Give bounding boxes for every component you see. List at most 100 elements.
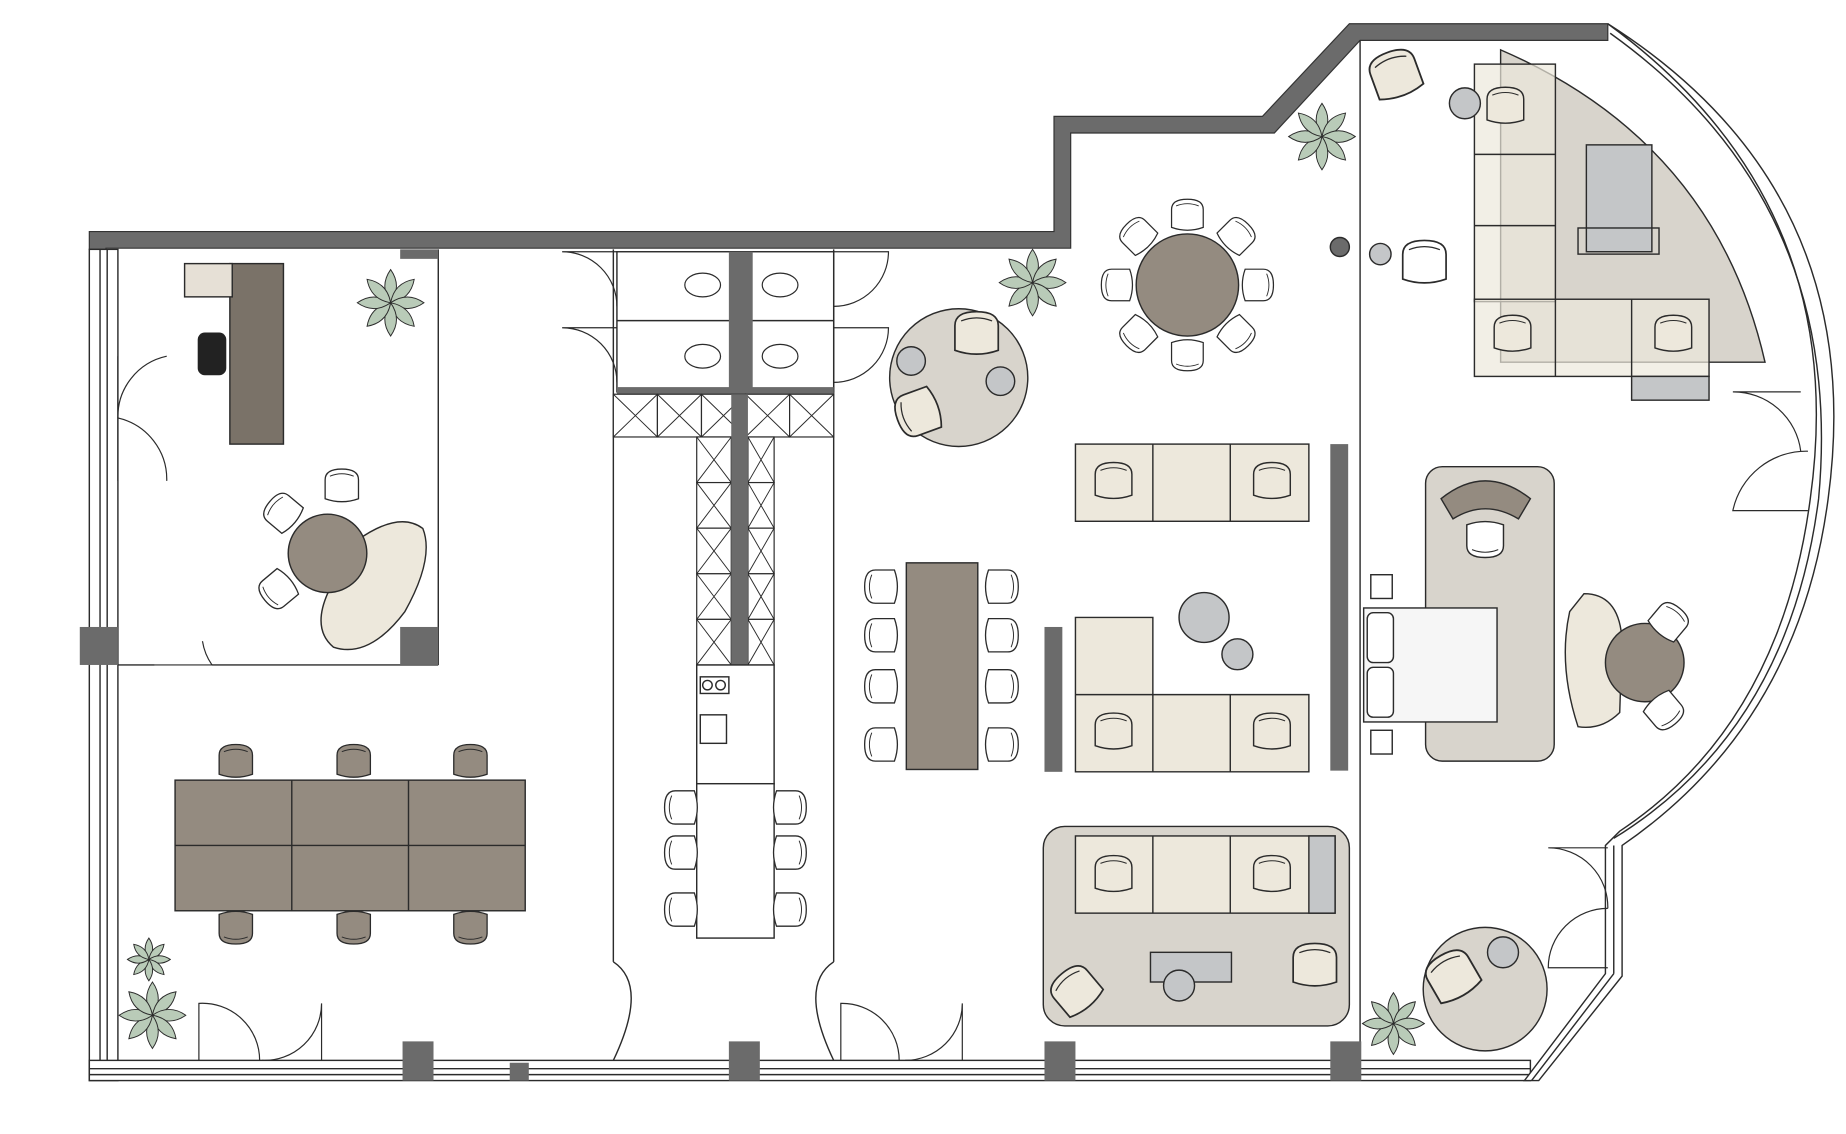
lounge-chair (320, 521, 427, 651)
chair-seat (863, 669, 899, 704)
chair-icon (954, 310, 1000, 356)
chair-back (1235, 332, 1252, 350)
chair-icon (772, 790, 807, 825)
chair-seat (1368, 48, 1425, 101)
chair-back (1055, 970, 1080, 992)
chair-icon (453, 743, 488, 778)
chair-icon (1170, 339, 1204, 372)
plant-icon (118, 981, 187, 1050)
plant-icon (126, 937, 172, 982)
chair-seat (1094, 854, 1133, 893)
executive-table (1585, 144, 1653, 253)
plant-leaf (1297, 112, 1323, 138)
chair-icon (1493, 314, 1532, 352)
chair-seat (1292, 942, 1338, 987)
toilet (761, 343, 799, 369)
chair-icon (1119, 216, 1159, 257)
chair-icon (1252, 854, 1292, 893)
chair-seat (863, 569, 899, 604)
cabinet-cross (747, 573, 775, 620)
chair-icon (1486, 86, 1525, 124)
chair-seat (263, 492, 305, 535)
chair-seat (1050, 965, 1105, 1019)
chair-back (262, 586, 279, 606)
chair-icon (258, 567, 300, 610)
chair-icon (663, 892, 698, 927)
plants (118, 102, 1426, 1056)
chair-seat (1466, 520, 1505, 559)
chair-icon (218, 910, 254, 945)
chair-seat (324, 468, 360, 503)
door-swing (154, 641, 214, 666)
chair-seat (772, 892, 807, 927)
door-swing (1732, 391, 1802, 452)
plant-icon (1361, 991, 1426, 1056)
chair-icon (1368, 48, 1425, 101)
chair-back (267, 496, 284, 516)
chair-seat (1647, 601, 1689, 643)
chair-icon (336, 743, 372, 778)
chair-seat (863, 618, 899, 653)
chair-back (1666, 605, 1685, 622)
chair-icon (1401, 239, 1447, 284)
chair-icon (863, 669, 899, 704)
plant-leaf (128, 991, 154, 1016)
chair-icon (1094, 712, 1133, 750)
chair-back (1266, 273, 1270, 297)
plant-icon (998, 248, 1067, 317)
chair-icon (324, 468, 360, 503)
door-swing (833, 251, 890, 307)
chair-seat (218, 743, 254, 778)
chair-back (1660, 319, 1687, 324)
chair-icon (1100, 268, 1134, 302)
chair-icon (1119, 313, 1159, 354)
chair-seat (984, 569, 1019, 604)
chair-back (341, 748, 366, 753)
door-swing (198, 1002, 261, 1061)
plant-icon (356, 268, 425, 337)
column (400, 626, 439, 665)
chair-seat (1216, 313, 1256, 354)
chair-back (900, 402, 913, 432)
side-table (1329, 236, 1351, 258)
chair-back (1122, 332, 1140, 350)
chair-back (960, 317, 993, 322)
toilet (761, 272, 799, 298)
chair-back (223, 748, 248, 753)
chair-icon (894, 385, 943, 438)
chair-back (868, 674, 873, 699)
chair-seat (453, 910, 488, 945)
chair-back (1374, 55, 1407, 69)
chair-back (1100, 717, 1127, 722)
sectional-sofa (1074, 616, 1310, 773)
chair-icon (863, 618, 899, 653)
chair-icon (772, 892, 807, 927)
chair-back (458, 936, 483, 940)
chair-seat (772, 835, 807, 870)
sink (699, 714, 728, 745)
plant-icon (1287, 102, 1357, 171)
cabinet-divider (731, 394, 748, 665)
chair-back (1175, 363, 1199, 367)
chair-seat (663, 892, 698, 927)
chair-seat (984, 727, 1019, 762)
bed (1362, 607, 1498, 723)
chair-back (868, 623, 873, 648)
chair-back (1235, 220, 1252, 238)
chair-back (1100, 467, 1127, 471)
chair-seat (453, 743, 488, 778)
door-swing (261, 1003, 323, 1061)
plant-leaf (1008, 258, 1034, 284)
cabinet-cross (747, 436, 775, 483)
cabinet-cross (657, 393, 702, 438)
chair-seat (954, 310, 1000, 356)
chair-seat (863, 727, 899, 762)
chair-seat (1170, 198, 1204, 231)
round-table (1135, 233, 1240, 337)
chair-back (868, 574, 873, 599)
door-swing (833, 327, 890, 383)
chair-seat (1486, 86, 1525, 124)
round-table (1604, 622, 1685, 703)
chair-back (1010, 674, 1014, 699)
cabinet-cross (745, 393, 790, 438)
